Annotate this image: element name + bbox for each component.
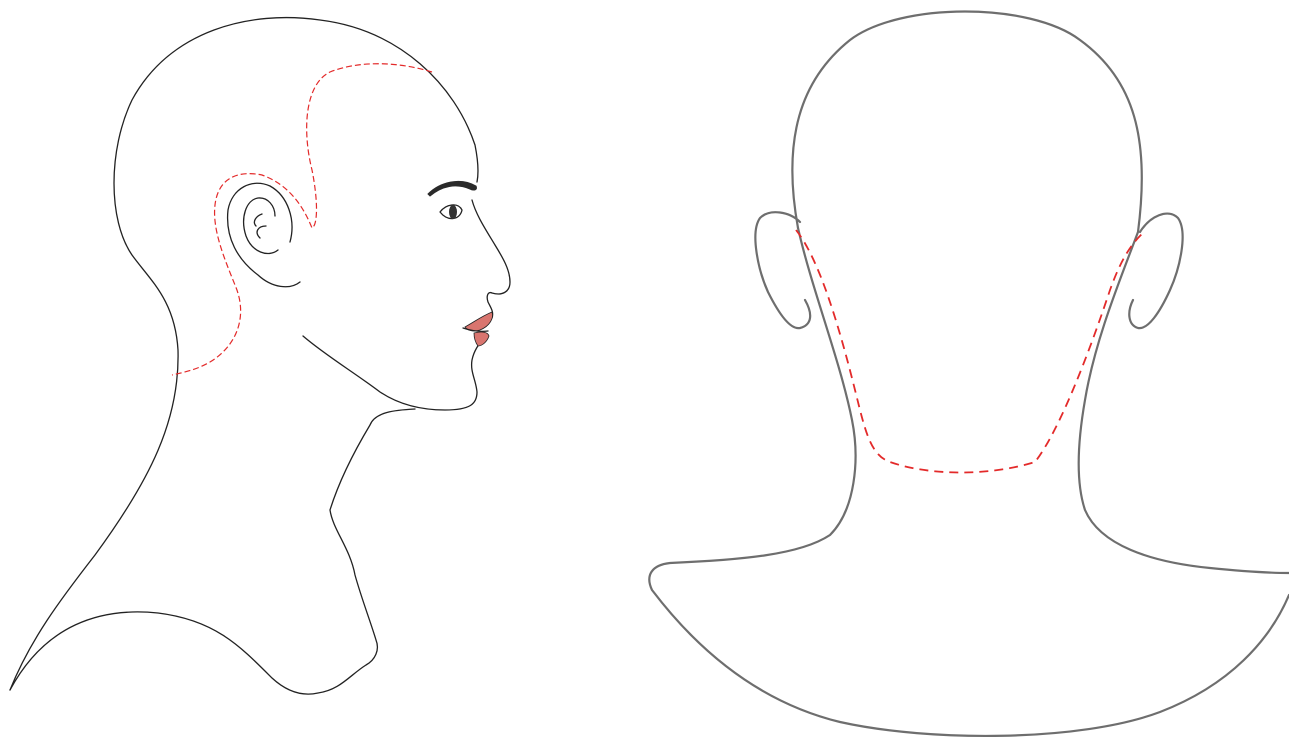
lower-lip bbox=[474, 332, 489, 346]
back-hairline-guide bbox=[796, 230, 1143, 473]
profile-skull-outline bbox=[10, 18, 478, 690]
back-head-outline bbox=[792, 12, 1289, 574]
back-view bbox=[649, 12, 1289, 736]
back-neck-left bbox=[649, 228, 1289, 736]
side-profile-view bbox=[10, 18, 510, 695]
profile-neck-front bbox=[10, 409, 415, 694]
eye-iris bbox=[449, 205, 457, 219]
ear-inner bbox=[244, 198, 278, 254]
ear-tragus bbox=[254, 214, 266, 238]
back-left-ear bbox=[755, 212, 810, 328]
profile-hairline-guide bbox=[172, 64, 432, 375]
upper-lip bbox=[465, 312, 493, 331]
eyebrow bbox=[428, 181, 477, 196]
profile-face-outline bbox=[303, 200, 510, 410]
